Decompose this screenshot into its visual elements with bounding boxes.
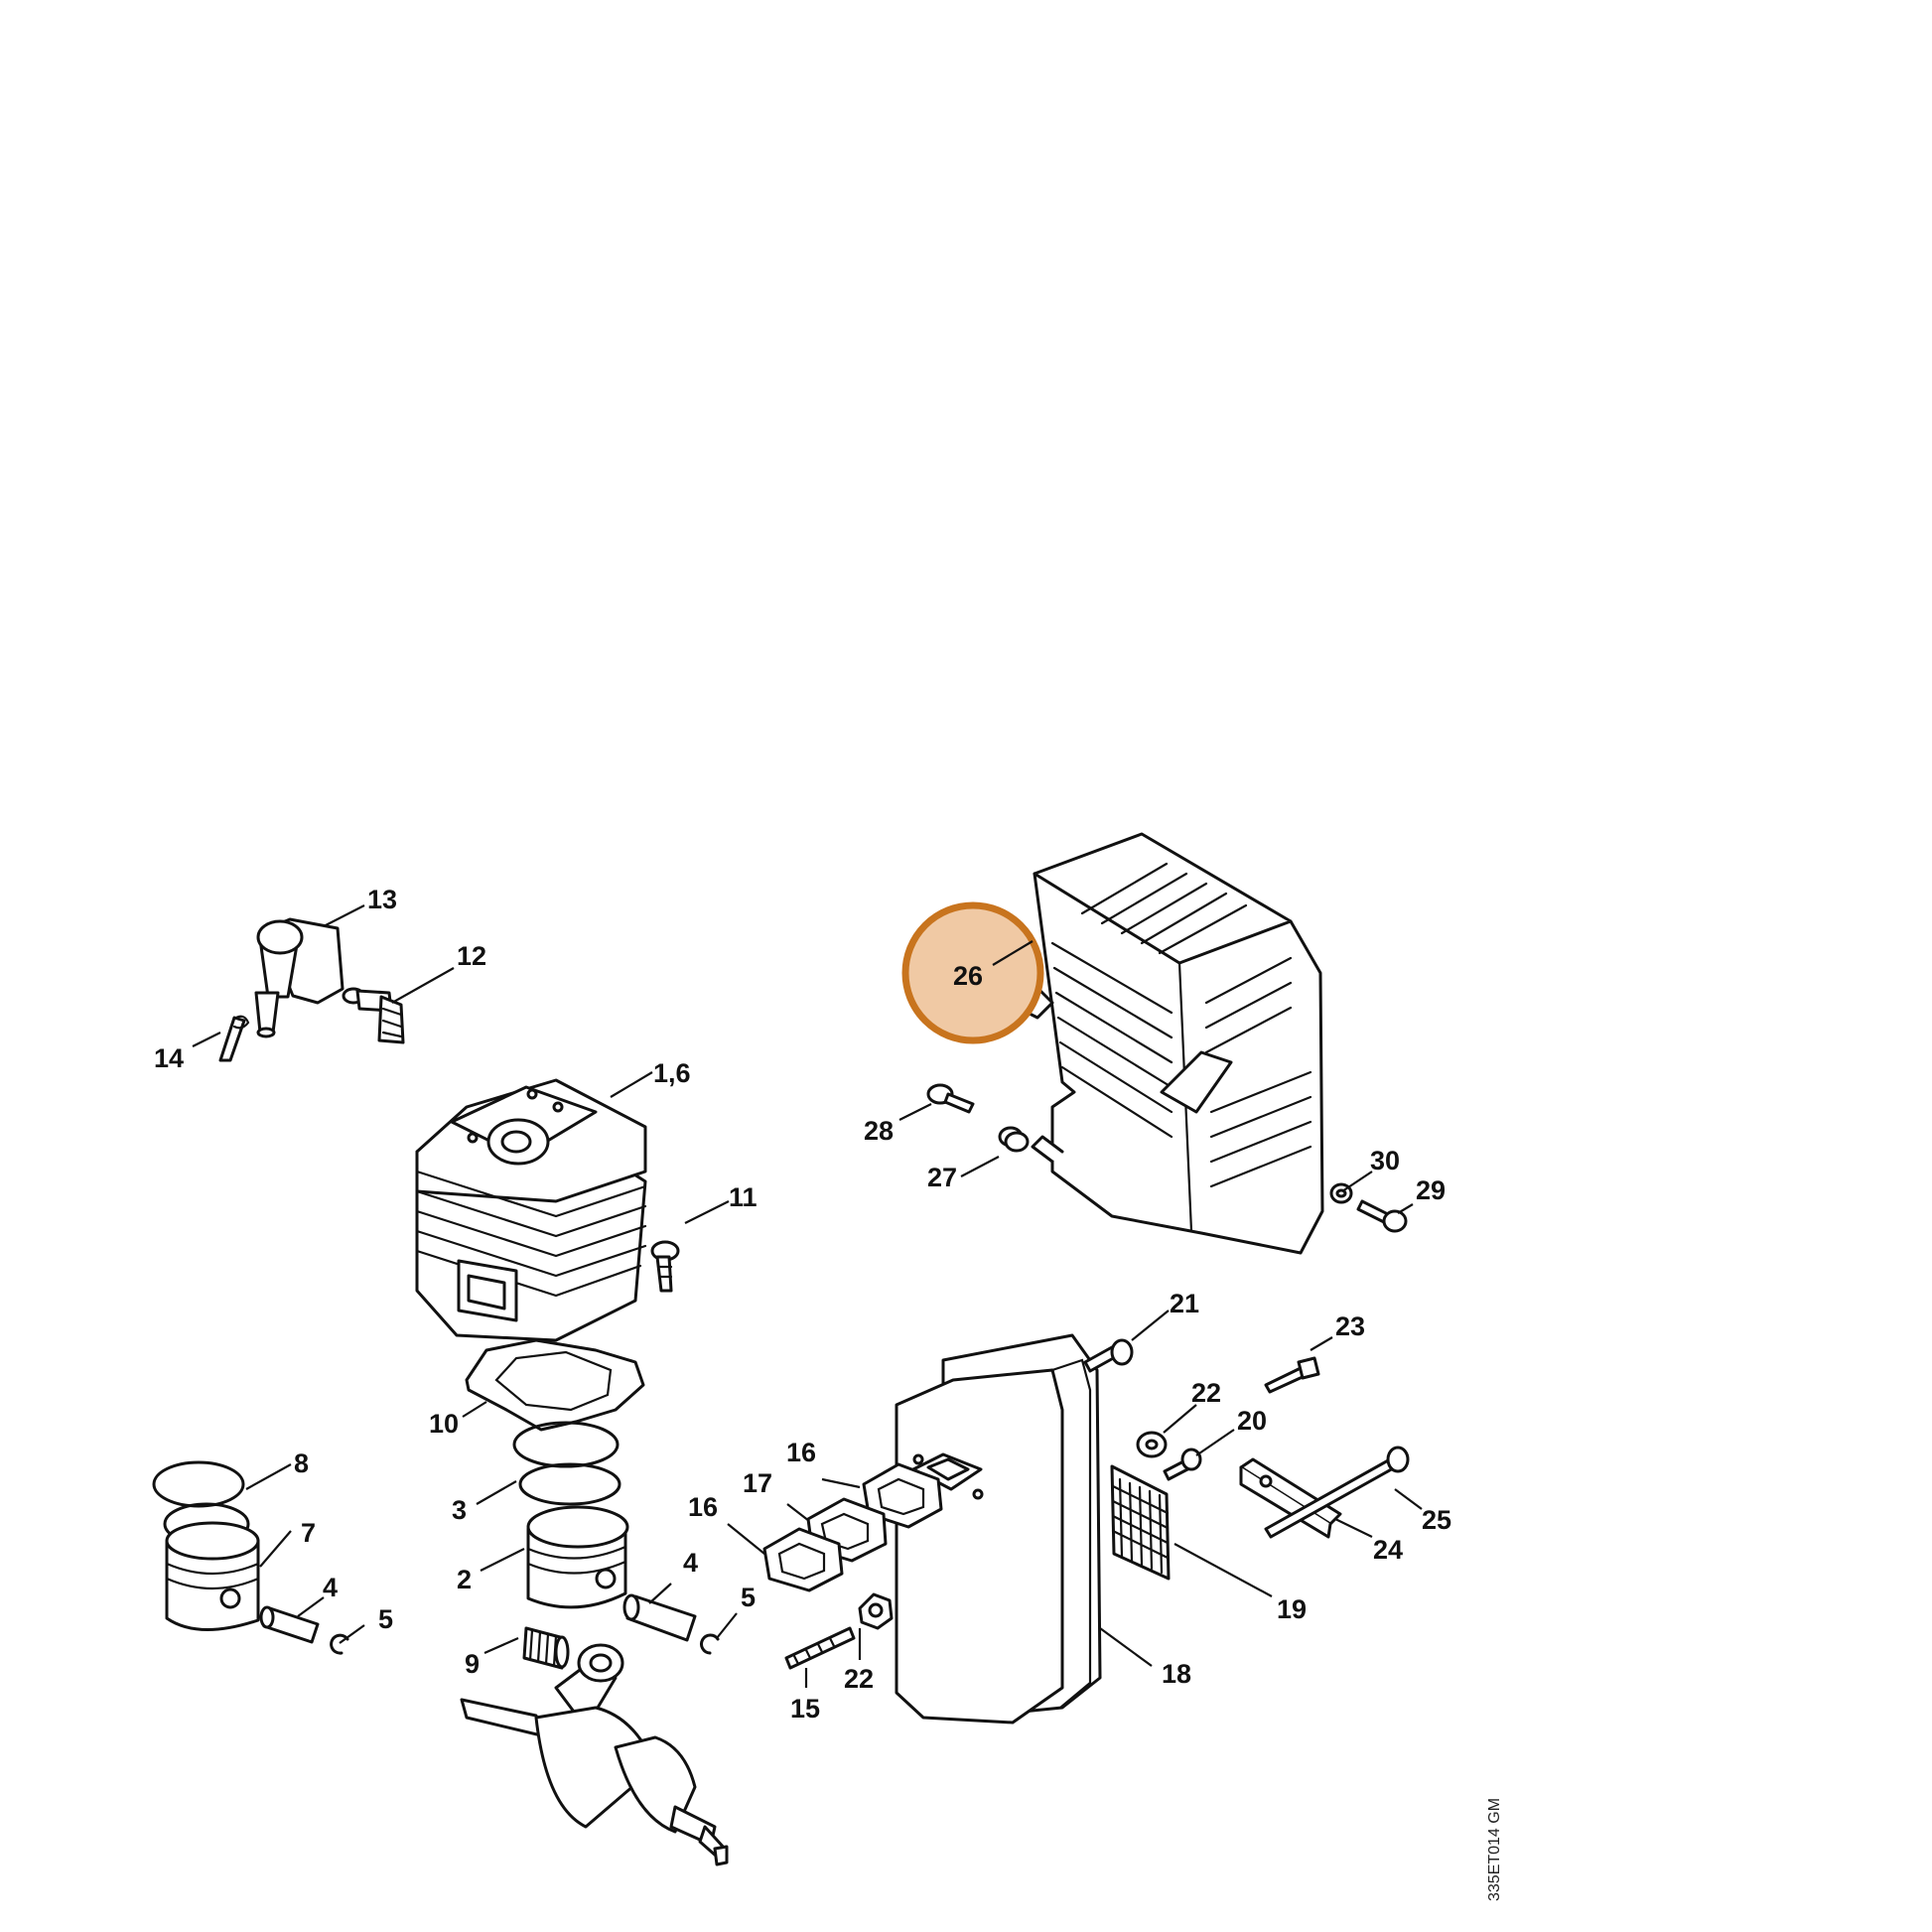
- highlight-ring: [901, 901, 1044, 1044]
- washer-icon: [1136, 1431, 1168, 1458]
- sleeve-icon: [998, 1126, 1030, 1153]
- callout-26-highlighted[interactable]: 26: [953, 961, 983, 991]
- callout-22-up: 22: [1191, 1378, 1221, 1408]
- callout-22-low: 22: [844, 1664, 874, 1694]
- cylinder-screw-icon: [650, 1240, 680, 1293]
- callout-16-a: 16: [786, 1438, 816, 1467]
- screw-icon: [1163, 1448, 1202, 1481]
- muffler-shroud-icon: [1021, 832, 1324, 1255]
- callout-14: 14: [154, 1043, 184, 1073]
- washer-icon: [1329, 1182, 1353, 1204]
- callout-27: 27: [927, 1163, 957, 1192]
- callout-4-mid: 4: [683, 1548, 698, 1578]
- callout-17: 17: [743, 1468, 772, 1498]
- callout-28: 28: [864, 1116, 894, 1146]
- callout-20: 20: [1237, 1406, 1267, 1436]
- callout-13: 13: [367, 885, 397, 914]
- bolt-icon: [1264, 1446, 1410, 1539]
- muffler-icon: [895, 1333, 1102, 1725]
- screw-icon: [926, 1083, 975, 1114]
- callout-11: 11: [729, 1182, 758, 1212]
- callout-16-b: 16: [688, 1492, 718, 1522]
- callout-8: 8: [294, 1449, 309, 1478]
- self-tapping-screw-icon: [1264, 1356, 1320, 1394]
- crankshaft-icon: [460, 1643, 729, 1866]
- callout-19: 19: [1277, 1594, 1307, 1624]
- callout-23: 23: [1335, 1311, 1365, 1341]
- spark-arrestor-screen-icon: [1110, 1464, 1171, 1581]
- callout-3: 3: [452, 1495, 467, 1525]
- callout-5-left: 5: [378, 1604, 393, 1634]
- stud-icon: [784, 1626, 856, 1670]
- callout-1-6: 1,6: [653, 1058, 691, 1088]
- piston-icon: [526, 1505, 629, 1609]
- callout-15: 15: [790, 1694, 820, 1724]
- callout-2: 2: [457, 1565, 472, 1594]
- callout-5-mid: 5: [741, 1583, 756, 1612]
- circlip-icon: [330, 1633, 349, 1655]
- callout-9: 9: [465, 1649, 480, 1679]
- spring-clip-icon: [218, 1015, 250, 1062]
- callout-12: 12: [457, 941, 486, 971]
- piston-icon: [165, 1521, 260, 1631]
- piston-pin-icon: [622, 1593, 697, 1642]
- cylinder-gasket-icon: [465, 1338, 645, 1432]
- nut-icon: [858, 1592, 894, 1630]
- drawing-code: 335ET014 GM: [1486, 1798, 1503, 1901]
- callout-4-left: 4: [323, 1573, 338, 1602]
- callout-10: 10: [429, 1409, 459, 1439]
- leader-lines: [192, 904, 1423, 1688]
- spark-plug-boot-icon: [254, 917, 345, 1038]
- spark-plug-icon: [342, 987, 405, 1044]
- callout-18: 18: [1162, 1659, 1191, 1689]
- needle-cage-icon: [522, 1626, 570, 1670]
- cylinder-icon: [415, 1078, 647, 1342]
- screw-icon: [1083, 1338, 1134, 1373]
- screw-icon: [1356, 1199, 1408, 1233]
- callout-29: 29: [1416, 1175, 1446, 1205]
- callout-7: 7: [301, 1518, 316, 1548]
- piston-rings-icon: [512, 1421, 621, 1506]
- callout-30: 30: [1370, 1146, 1400, 1175]
- callout-21: 21: [1170, 1289, 1199, 1318]
- callout-24: 24: [1373, 1535, 1403, 1565]
- callout-labels: 13 12 14 1,6 11 10 8 7 4 5 3 2 9 4 5 16 …: [154, 885, 1451, 1724]
- piston-pin-icon: [259, 1605, 320, 1644]
- callout-25: 25: [1422, 1505, 1451, 1535]
- gasket-icon: [762, 1527, 844, 1592]
- circlip-icon: [700, 1633, 720, 1655]
